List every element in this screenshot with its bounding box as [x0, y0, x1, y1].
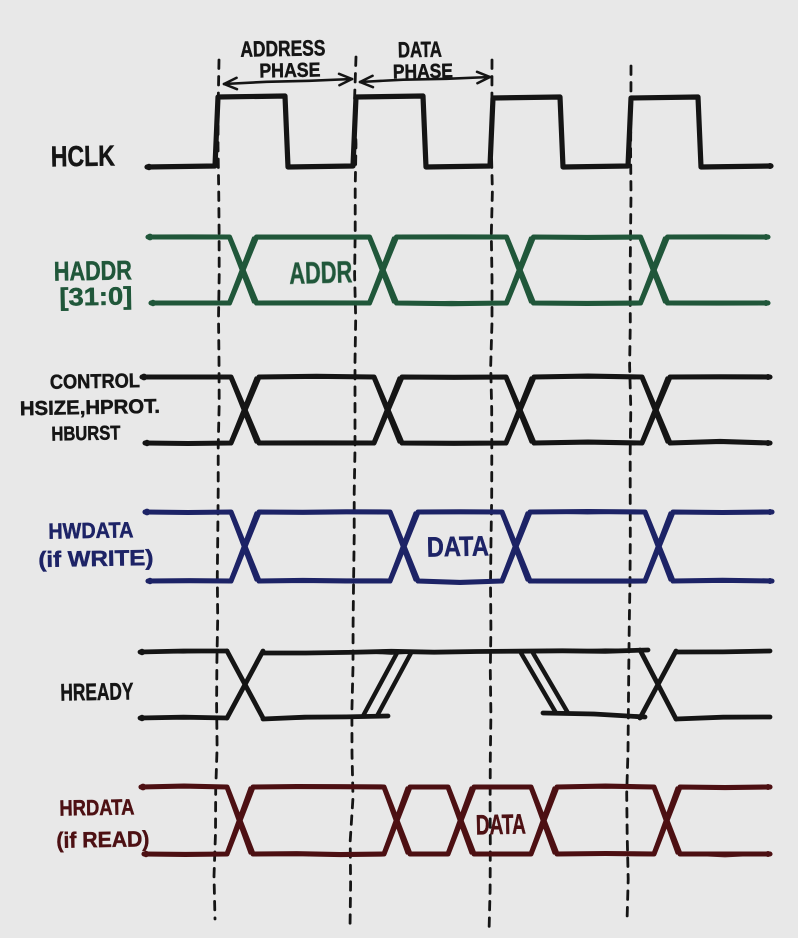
- svg-text:DATA: DATA: [398, 37, 443, 63]
- svg-text:[31:0]: [31:0]: [59, 282, 132, 311]
- svg-text:HREADY: HREADY: [60, 678, 133, 706]
- svg-text:DATA: DATA: [426, 530, 489, 562]
- svg-text:HSIZE,HPROT.: HSIZE,HPROT.: [20, 396, 160, 420]
- svg-text:PHASE: PHASE: [393, 60, 453, 83]
- svg-text:HRDATA: HRDATA: [59, 794, 135, 820]
- svg-text:CONTROL: CONTROL: [50, 370, 140, 394]
- svg-text:DATA: DATA: [475, 808, 526, 840]
- svg-text:HADDR: HADDR: [54, 255, 133, 286]
- svg-text:HBURST: HBURST: [51, 422, 120, 445]
- svg-text:(if READ): (if READ): [56, 826, 149, 853]
- svg-text:(if WRITE): (if WRITE): [38, 545, 153, 572]
- svg-text:ADDRESS: ADDRESS: [240, 35, 325, 61]
- svg-text:HWDATA: HWDATA: [48, 517, 134, 543]
- svg-text:ADDR: ADDR: [289, 254, 353, 291]
- svg-text:PHASE: PHASE: [259, 59, 320, 82]
- svg-text:HCLK: HCLK: [51, 140, 116, 173]
